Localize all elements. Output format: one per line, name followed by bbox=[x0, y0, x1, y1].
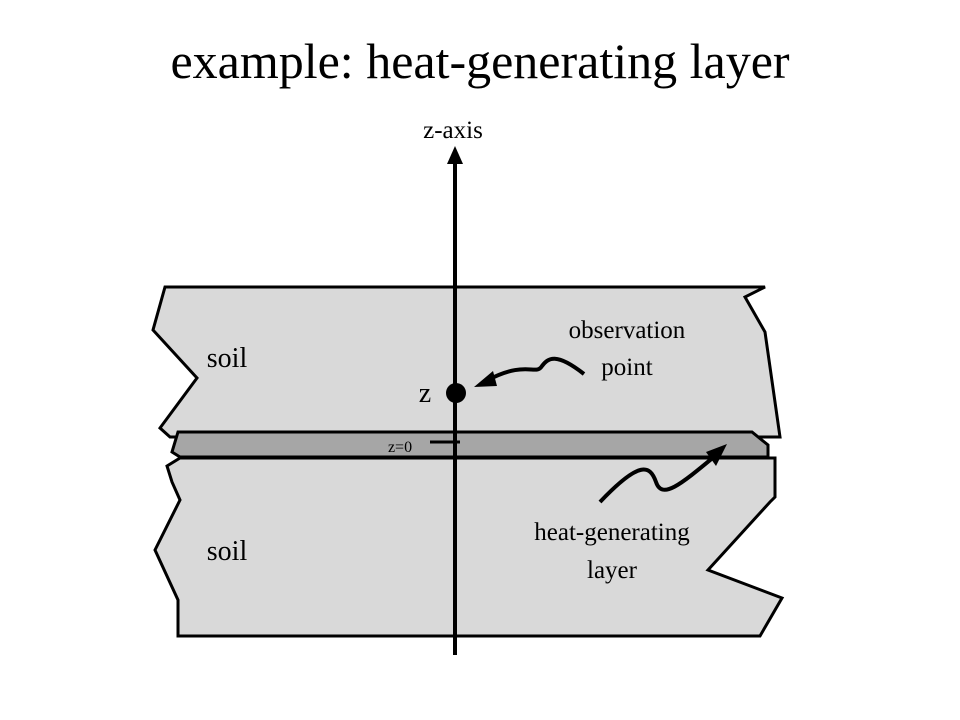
heat-generating-layer-band bbox=[170, 430, 770, 459]
observation-pointer-arrow bbox=[487, 356, 586, 382]
observation-caption-line1: observation bbox=[569, 317, 686, 344]
observation-pointer-arrowhead-icon bbox=[474, 371, 497, 387]
observation-point-dot bbox=[446, 383, 466, 403]
lower-soil-block bbox=[153, 456, 785, 638]
observation-caption-line2: point bbox=[601, 354, 652, 381]
layer-caption-line1: heat-generating bbox=[534, 519, 690, 546]
layer-pointer-arrow bbox=[598, 454, 717, 504]
upper-soil-label: soil bbox=[207, 343, 248, 374]
layer-pointer-arrowhead-icon bbox=[706, 444, 727, 466]
z-axis-arrowhead-icon bbox=[447, 146, 463, 164]
origin-label: z=0 bbox=[388, 439, 412, 456]
slide-title: example: heat-generating layer bbox=[170, 33, 789, 89]
z-axis-label: z-axis bbox=[423, 117, 483, 144]
layer-caption-line2: layer bbox=[587, 557, 638, 584]
observation-point-label: z bbox=[419, 378, 431, 409]
lower-soil-label: soil bbox=[207, 536, 248, 567]
